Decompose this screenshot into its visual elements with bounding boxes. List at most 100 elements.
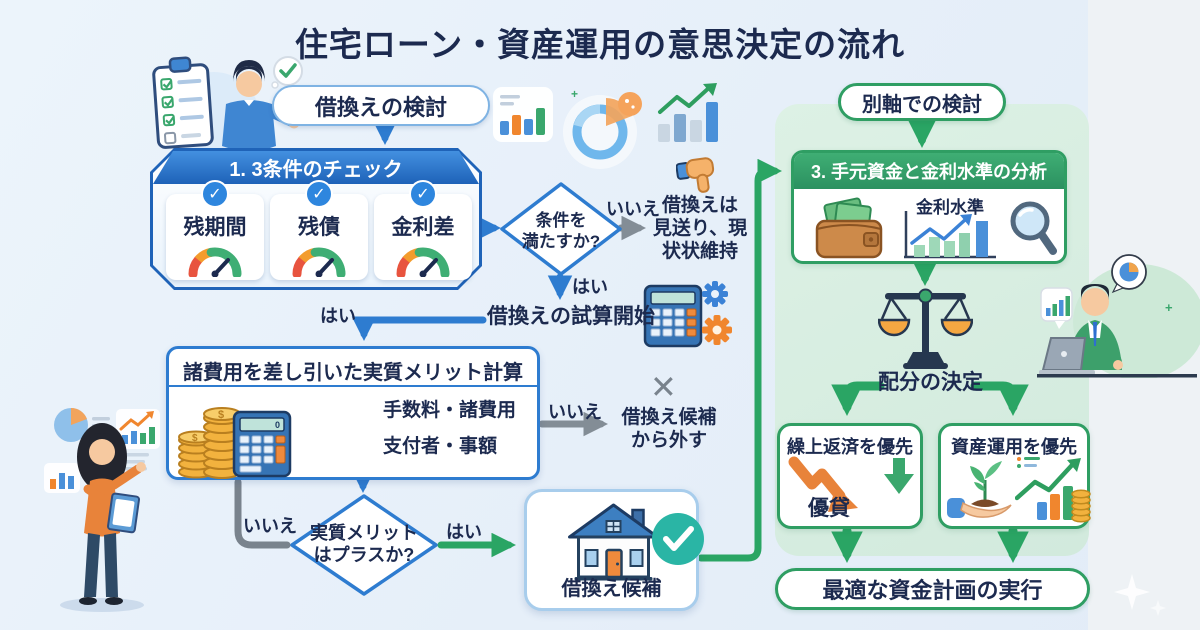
decision2-line1: 実質メリット <box>310 523 418 543</box>
gear-icon <box>702 281 728 307</box>
shadow <box>60 598 144 612</box>
condition-label: 金利差 <box>391 216 455 239</box>
reject1-line2: 見送り、現 <box>652 218 748 239</box>
start-label-text: 借換えの検討 <box>314 94 447 120</box>
coins-calculator-icon: $ $ 0 <box>178 407 292 479</box>
bar-chart-card-icon <box>493 87 553 142</box>
calculator-icon: 0 <box>232 410 292 478</box>
woman-illustration <box>44 407 160 612</box>
man-laptop-illustration: + <box>1037 254 1200 378</box>
start-label: 借換えの検討 <box>272 85 490 126</box>
rate-level-label: 金利水準 <box>916 198 984 217</box>
check-badge-icon <box>652 513 704 565</box>
check-bubble-icon <box>271 56 303 89</box>
rate-chart-icon <box>904 211 996 259</box>
alt-start-label: 別軸での検討 <box>838 83 1006 121</box>
coin-stack-icon: $ $ <box>178 407 241 479</box>
step1-header-text: 1. 3条件のチェック <box>229 159 403 181</box>
growth-card-deco-icon <box>116 409 160 449</box>
gauge-icon <box>188 247 242 277</box>
balance-scale-icon <box>878 288 973 369</box>
calculator-gears-icon <box>643 281 732 348</box>
gauge-icon <box>396 247 450 277</box>
bar-chart-bubble-icon <box>1040 287 1073 329</box>
growth-chart-icon <box>658 83 718 142</box>
svg-text:0: 0 <box>275 420 280 430</box>
gauge-icon <box>292 247 346 277</box>
svg-text:$: $ <box>218 409 224 421</box>
decision2-diamond <box>290 494 438 596</box>
page-title: 住宅ローン・資産運用の意思決定の流れ <box>294 26 906 63</box>
reject2-line1: 借換え候補 <box>621 407 717 428</box>
svg-text:+: + <box>1165 300 1173 315</box>
reject2-line2: から外す <box>630 430 707 452</box>
arrow-trial-to-step2 <box>351 316 487 341</box>
check-circle-icon: ✓ <box>409 180 437 208</box>
decision1-line1: 条件を <box>535 211 587 230</box>
svg-text:+: + <box>571 87 578 101</box>
reject1-line3: 状状維持 <box>661 241 738 262</box>
step2-item1-label: 手数料・諸費用 <box>383 400 517 421</box>
step2-item2-label: 支付者・事額 <box>383 436 498 457</box>
svg-text:$: $ <box>192 433 198 444</box>
decision1-no-label: いいえ <box>606 199 660 219</box>
condition-label: 残期間 <box>183 216 247 239</box>
invest-growth-icon <box>1015 457 1091 523</box>
step3-header-text: 3. 手元資金と金利水準の分析 <box>810 162 1047 182</box>
alt-start-text: 別軸での検討 <box>862 93 982 116</box>
step2-no-label: いいえ <box>548 402 602 422</box>
condition-label: 残債 <box>298 216 340 239</box>
magnifier-icon <box>1010 201 1057 255</box>
step3-header: 3. 手元資金と金利水準の分析 <box>794 153 1064 189</box>
calculator-icon <box>643 284 703 348</box>
hand-plant-icon <box>947 461 1012 518</box>
decision2-no-label: いいえ <box>243 516 297 536</box>
zigzag-down-arrow-icon <box>788 456 858 512</box>
house-icon <box>568 503 659 581</box>
thumbs-down-icon <box>676 157 715 193</box>
reject1-text: 借換えは 見送り、現 状状維持 <box>640 194 760 263</box>
option2-title: 資産運用を優先 <box>951 437 1077 457</box>
option1-title: 繰上返済を優先 <box>787 437 913 457</box>
bar-card-deco-icon <box>44 463 80 493</box>
final-step-text: 最適な資金計画の実行 <box>822 578 1043 603</box>
reject2-text: 借換え候補 から外す <box>610 406 728 452</box>
reject1-line1: 借換えは <box>661 195 738 216</box>
pie-chart-bubble-icon <box>1111 254 1147 294</box>
condition-card-remaining-term: ✓ 残期間 <box>166 180 264 280</box>
step2-header: 諸費用を差し引いた実質メリット計算 <box>183 362 523 384</box>
step2-divider <box>169 385 537 387</box>
gear-icon <box>702 315 732 345</box>
decision1-yes-label: はい <box>572 277 608 297</box>
donut-chart-icon: + <box>563 87 642 169</box>
laptop-icon <box>1039 337 1095 375</box>
candidate-label: 借換え候補 <box>561 578 662 600</box>
allocation-label: 配分の決定 <box>878 371 983 394</box>
pie-chart-deco-icon <box>54 407 110 442</box>
decision2-yes-label: はい <box>446 522 482 542</box>
trial-start-label: 借換えの試算開始 <box>487 305 655 328</box>
sparkle-icon <box>1114 574 1166 616</box>
small-down-arrow-icon <box>884 458 914 494</box>
check-circle-icon: ✓ <box>201 180 229 208</box>
condition-card-rate-gap: ✓ 金利差 <box>374 180 472 280</box>
option2-box: 資産運用を優先 <box>938 423 1091 529</box>
woman-figure <box>77 423 146 605</box>
step1-header: 1. 3条件のチェック <box>153 151 479 184</box>
candidate-box: 借換え候補 <box>524 489 704 611</box>
trial-yes-label: はい <box>320 306 356 326</box>
condition-card-remaining-debt: ✓ 残債 <box>270 180 368 280</box>
wallet-icon <box>815 197 883 259</box>
option1-note: 優貸 <box>808 497 850 520</box>
decision2-line2: はプラスか? <box>313 544 415 565</box>
decision2-question: 実質メリット はプラスか? <box>288 523 440 567</box>
step3-box: 3. 手元資金と金利水準の分析 金利水準 <box>791 150 1067 264</box>
desk-line <box>1037 374 1197 378</box>
clipboard-icon <box>152 56 214 149</box>
option1-box: 繰上返済を優先 優貸 <box>777 423 923 529</box>
check-circle-icon: ✓ <box>305 180 333 208</box>
cross-icon: ✕ <box>650 369 677 405</box>
clipboard-person-illustration <box>152 56 303 164</box>
decision1-question: 条件を 満たすか? <box>498 211 624 252</box>
